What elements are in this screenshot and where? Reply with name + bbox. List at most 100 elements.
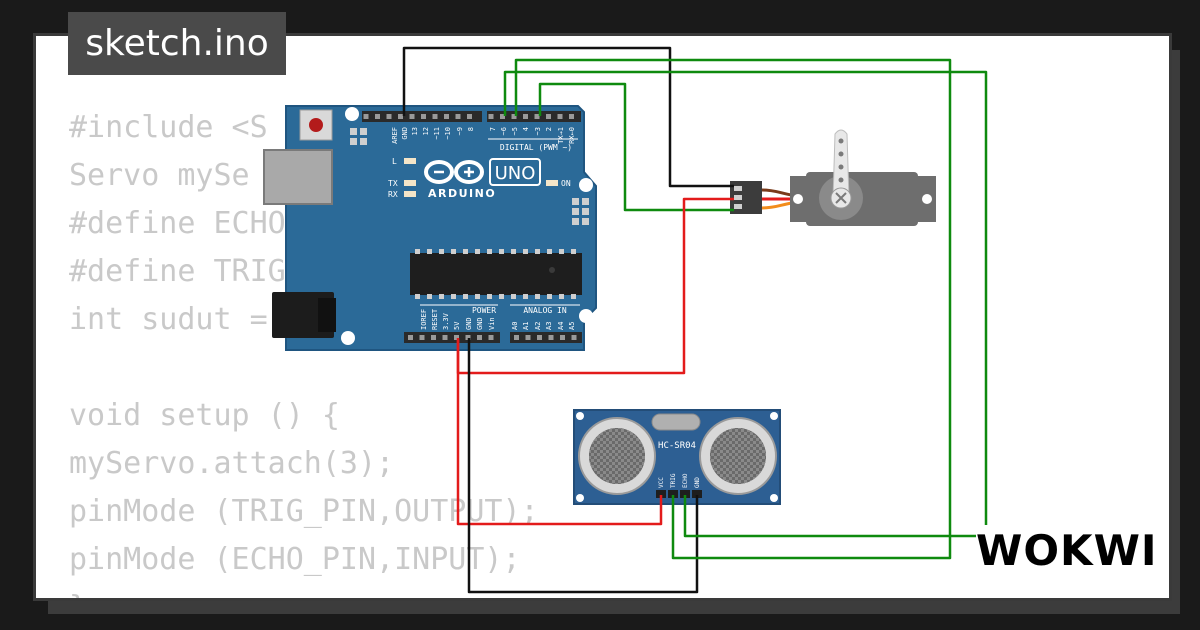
chip-pin	[535, 249, 540, 254]
chip-pin	[523, 249, 528, 254]
header-pin[interactable]	[477, 335, 482, 340]
header-pin[interactable]	[465, 335, 471, 340]
header-pin[interactable]	[500, 114, 505, 119]
code-line: Servo mySe	[69, 158, 250, 193]
code-editor-preview: #include <S Servo mySe #define ECHO #def…	[69, 104, 539, 598]
wokwi-logo: WOKWI	[976, 525, 1158, 577]
code-line: }	[69, 590, 87, 598]
header-pin[interactable]	[419, 335, 425, 340]
led-label-rx: RX	[388, 190, 398, 199]
chip-pin	[523, 294, 528, 299]
header-pin[interactable]	[548, 335, 554, 340]
header-pin[interactable]	[557, 114, 563, 119]
digital-label: DIGITAL (PWM ~)	[500, 143, 572, 152]
analog-label: ANALOG IN	[523, 306, 567, 315]
header-pin[interactable]	[408, 335, 413, 340]
sketch-card: #include <S Servo mySe #define ECHO #def…	[33, 33, 1172, 601]
pin-label: AREF	[391, 127, 399, 144]
header-pin[interactable]	[546, 114, 551, 119]
chip-pin	[511, 294, 516, 299]
led-label-l: L	[392, 157, 397, 166]
header-pin[interactable]	[442, 335, 448, 340]
sensor-pin-label: ECHO	[682, 473, 689, 488]
header-pin[interactable]	[444, 114, 449, 119]
sensor-pin-label: VCC	[658, 477, 665, 488]
header-pin[interactable]	[488, 114, 494, 119]
pin-label: Vin	[488, 317, 496, 330]
pin-label: TX→1	[557, 127, 565, 144]
code-line: #include <S	[69, 110, 268, 145]
header-pin[interactable]	[534, 114, 540, 119]
header-pin[interactable]	[537, 335, 542, 340]
led-label-on: ON	[561, 179, 571, 188]
digital-header-right	[487, 111, 581, 122]
header-pin[interactable]	[467, 114, 472, 119]
header-pin[interactable]	[454, 335, 459, 340]
chip-pin	[427, 294, 432, 299]
header-pin[interactable]	[571, 335, 577, 340]
header-pin[interactable]	[431, 335, 436, 340]
power-jack-base	[318, 298, 336, 332]
wire-sensor-gnd[interactable]	[467, 338, 699, 594]
wire-sensor-trig[interactable]	[514, 58, 952, 560]
header-pin[interactable]	[398, 114, 403, 119]
chip-pin	[439, 249, 444, 254]
chip-pin	[499, 294, 504, 299]
chip-pins	[415, 249, 576, 299]
chip-pin	[547, 294, 552, 299]
header-pin[interactable]	[375, 114, 380, 119]
mounting-hole	[341, 331, 355, 345]
arduino-logo	[424, 160, 484, 184]
chip-notch	[549, 267, 555, 273]
chip-pin	[547, 249, 552, 254]
chip-pin	[475, 294, 480, 299]
header-pin[interactable]	[560, 335, 565, 340]
pin-label: ~3	[534, 127, 542, 135]
chip-pin	[571, 249, 576, 254]
header-pin[interactable]	[525, 335, 531, 340]
wire-servo-signal[interactable]	[538, 82, 734, 212]
pin-label: 3.3V	[442, 312, 450, 330]
chip-pin	[559, 249, 564, 254]
servo-motor[interactable]	[730, 129, 936, 226]
wire-gnd-servo[interactable]	[402, 46, 734, 188]
pin-label: A5	[568, 322, 576, 330]
reset-button-cap[interactable]	[309, 118, 323, 132]
header-pin[interactable]	[523, 114, 528, 119]
chip-pin	[439, 294, 444, 299]
header-pin[interactable]	[421, 114, 426, 119]
header-pin[interactable]	[488, 335, 494, 340]
sensor-pins	[656, 490, 702, 498]
wire-sensor-vcc[interactable]	[456, 340, 663, 526]
header-pin[interactable]	[432, 114, 438, 119]
chip-pin	[451, 294, 456, 299]
chip-pin	[475, 249, 480, 254]
pin-label: 2	[545, 127, 553, 131]
pin-label: A4	[557, 322, 565, 330]
header-pin[interactable]	[409, 114, 415, 119]
pin-label: 13	[411, 127, 419, 135]
icsp-header	[350, 128, 367, 145]
code-line: #define ECHO	[69, 206, 286, 241]
filename-tab[interactable]: sketch.ino	[68, 12, 286, 75]
chip-pin	[535, 294, 540, 299]
pin-label: 4	[522, 127, 530, 131]
mounting-hole	[345, 107, 359, 121]
header-pin[interactable]	[386, 114, 392, 119]
pin-label: A2	[534, 322, 542, 330]
pin-label: 5V	[453, 321, 461, 330]
uno-text: UNO	[495, 163, 536, 184]
header-pin[interactable]	[569, 114, 574, 119]
chip-pin	[427, 249, 432, 254]
chip-pin	[463, 249, 468, 254]
header-pin[interactable]	[363, 114, 369, 119]
servo-screw-icon	[835, 192, 847, 204]
wire-sensor-echo[interactable]	[503, 70, 988, 538]
header-pin[interactable]	[455, 114, 461, 119]
pin-label: RESET	[431, 308, 439, 330]
header-pin[interactable]	[511, 114, 517, 119]
header-pin[interactable]	[514, 335, 519, 340]
